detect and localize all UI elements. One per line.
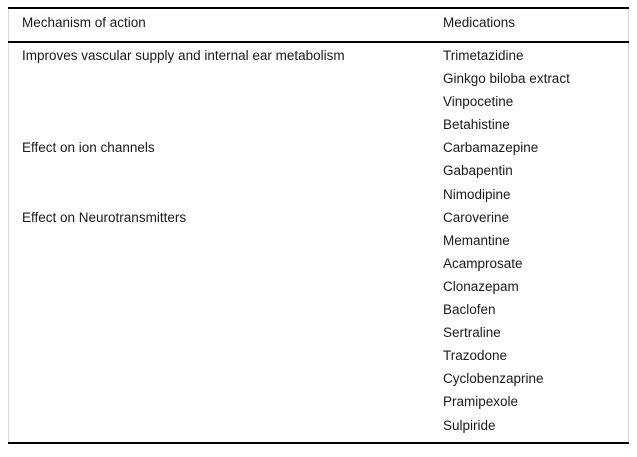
table-row: Gabapentin [0,162,637,185]
column-header-medications: Medications [443,15,516,30]
cell-medication: Cyclobenzaprine [443,371,544,387]
cell-medication: Acamprosate [443,255,523,271]
table-row: Improves vascular supply and internal ea… [0,47,637,70]
cell-medication: Gabapentin [443,163,513,179]
cell-medication: Trimetazidine [443,48,524,63]
cell-medication: Betahistine [443,117,510,133]
cell-medication: Nimodipine [443,186,511,202]
table-row: Pramipexole [0,393,637,416]
cell-medication: Trazodone [443,348,508,364]
cell-medication: Sertraline [443,325,501,341]
cell-medication: Memantine [443,232,510,248]
table-row: Effect on ion channels Carbamazepine [0,139,637,162]
cell-mechanism: Improves vascular supply and internal ea… [22,48,345,63]
cell-mechanism: Effect on Neurotransmitters [22,209,187,225]
table-row: Ginkgo biloba extract [0,70,637,93]
table-row: Nimodipine [0,186,637,209]
cell-medication: Caroverine [443,209,510,225]
table-row: Clonazepam [0,278,637,301]
cell-mechanism: Effect on ion channels [22,140,155,156]
table-row: Sertraline [0,324,637,347]
column-header-mechanism: Mechanism of action [22,15,146,30]
table-row: Trazodone [0,347,637,370]
table-row: Acamprosate [0,255,637,278]
table-row: Vinpocetine [0,93,637,116]
table-row: Effect on Neurotransmitters Caroverine [0,209,637,232]
table-bottom-rule [8,442,629,444]
table-header-rule [8,41,629,43]
table-row: Cyclobenzaprine [0,370,637,393]
table-top-rule [8,7,629,9]
cell-medication: Baclofen [443,302,496,318]
table-row: Betahistine [0,116,637,139]
cell-medication: Vinpocetine [443,94,514,110]
table-header-row: Mechanism of action Medications [0,13,637,39]
cell-medication: Ginkgo biloba extract [443,71,570,87]
table-row: Memantine [0,232,637,255]
medication-table [8,7,629,444]
cell-medication: Pramipexole [443,394,519,410]
table-row: Baclofen [0,301,637,324]
table-row: Sulpiride [0,417,637,440]
cell-medication: Sulpiride [443,417,496,433]
cell-medication: Carbamazepine [443,140,539,156]
cell-medication: Clonazepam [443,278,519,294]
table-body: Improves vascular supply and internal ea… [0,47,637,440]
